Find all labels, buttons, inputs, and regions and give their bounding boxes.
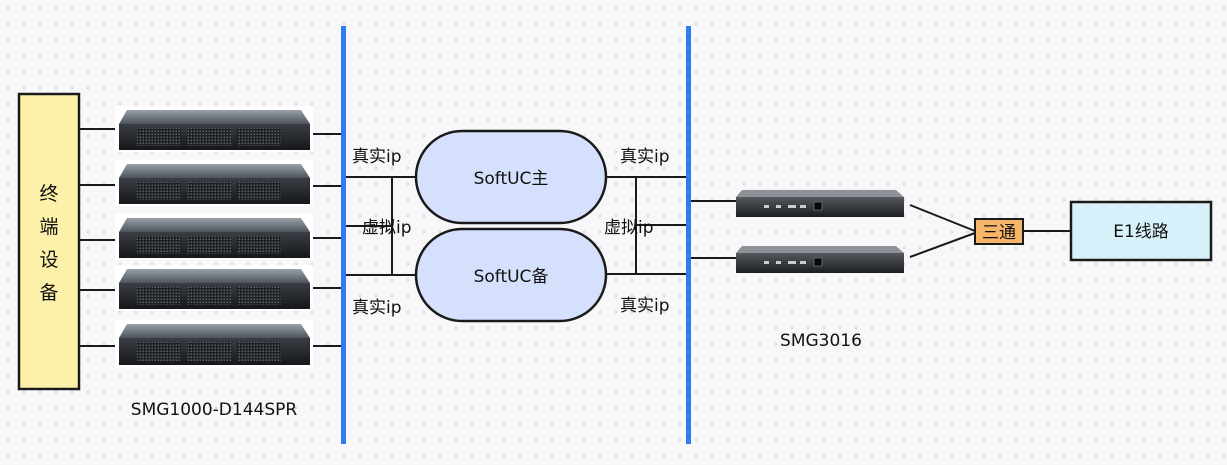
terminal-char-1: 终 xyxy=(39,183,58,205)
gateway-device-1 xyxy=(115,106,313,152)
gateway-device-4 xyxy=(115,265,313,311)
left-real-ip-bottom: 真实ip xyxy=(352,298,402,318)
right-real-ip-bottom: 真实ip xyxy=(620,296,670,316)
gateway-right-label: SMG3016 xyxy=(780,331,862,351)
connection-lines xyxy=(80,128,1071,347)
e1-line-label: E1线路 xyxy=(1113,222,1169,242)
gateway-device-5 xyxy=(115,320,313,368)
gateway-device-3 xyxy=(115,214,313,260)
wire-smg3016-1-splitter xyxy=(909,204,976,232)
splitter-box: 三通 xyxy=(974,218,1024,245)
right-real-ip-top: 真实ip xyxy=(620,147,670,167)
smg3016-device-1 xyxy=(736,190,904,217)
smg3016-device-2 xyxy=(736,246,904,273)
softuc-backup-label: SoftUC备 xyxy=(474,267,549,287)
left-network-bus xyxy=(341,26,346,444)
gateway-left-group: SMG1000-D144SPR xyxy=(115,106,313,420)
terminal-device-box: 终 端 设 备 xyxy=(17,92,81,391)
right-network-bus xyxy=(686,26,691,444)
terminal-char-4: 备 xyxy=(39,282,58,304)
right-virtual-ip: 虚拟ip xyxy=(604,218,654,238)
splitter-label: 三通 xyxy=(982,223,1016,243)
left-virtual-ip: 虚拟ip xyxy=(362,218,412,238)
gateway-device-2 xyxy=(115,160,313,206)
terminal-char-3: 设 xyxy=(39,249,58,271)
gateway-right-group: SMG3016 xyxy=(736,190,904,351)
left-real-ip-top: 真实ip xyxy=(352,147,402,167)
terminal-char-2: 端 xyxy=(39,216,58,238)
softuc-master-node: SoftUC主 xyxy=(414,129,608,225)
softuc-backup-node: SoftUC备 xyxy=(414,227,608,323)
e1-line-box: E1线路 xyxy=(1069,200,1213,262)
ip-labels: 真实ip 虚拟ip 真实ip 真实ip 虚拟ip 真实ip xyxy=(352,147,670,318)
wire-smg3016-2-splitter xyxy=(909,232,976,258)
gateway-left-label: SMG1000-D144SPR xyxy=(131,400,298,420)
softuc-master-label: SoftUC主 xyxy=(474,169,549,189)
